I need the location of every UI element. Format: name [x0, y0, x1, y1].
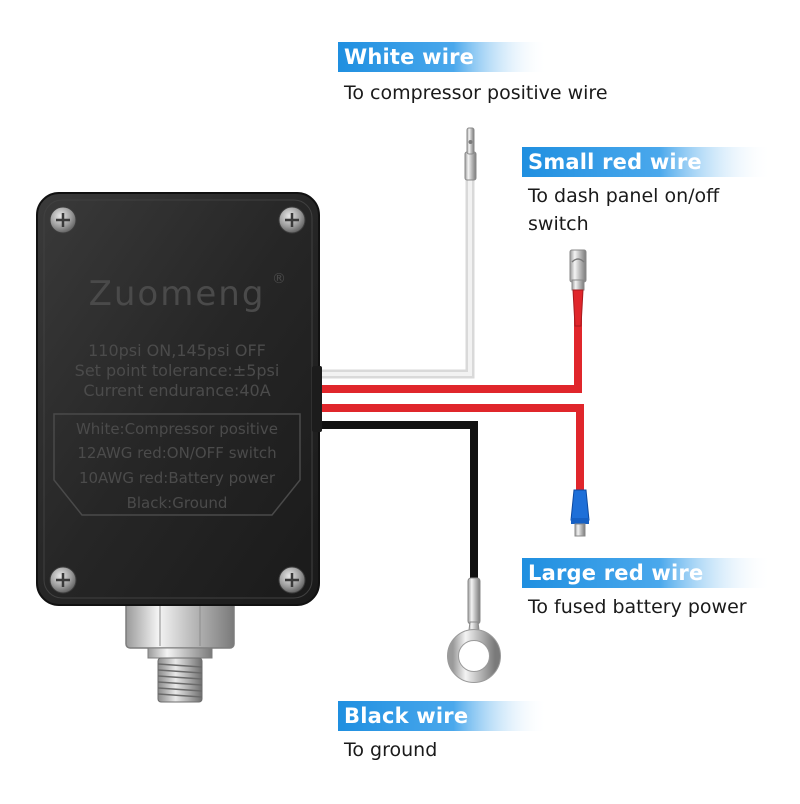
wire-grommet [312, 366, 322, 432]
white-wire-spade-terminal [464, 127, 477, 181]
screw-bottom-right [278, 566, 306, 594]
wires [318, 176, 584, 578]
black-wire-ring-terminal [447, 577, 501, 683]
white-wire [318, 176, 475, 379]
small-red-wire [318, 300, 582, 393]
small-red-wire-callout-bar [522, 147, 772, 177]
trademark-symbol: ® [272, 271, 286, 287]
large-red-wire-callout-bar [522, 558, 772, 588]
black-wire-description: To ground [344, 739, 438, 761]
brand-name: Zuomeng [89, 274, 266, 314]
large-red-wire-blue-terminal [570, 489, 590, 537]
small-red-wire-description-line-1: To dash panel on/off [528, 185, 720, 207]
large-red-wire [318, 404, 584, 495]
pressure-fitting [125, 601, 235, 703]
black-wire-title: Black wire [344, 704, 469, 728]
switch-housing: Zuomeng ® 110psi ON,145psi OFF Set point… [36, 192, 320, 606]
spec-line-1: 110psi ON,145psi OFF [88, 341, 266, 360]
small-red-wire-spade-terminal [569, 249, 587, 327]
legend-frame [53, 413, 301, 516]
screw-top-left [49, 206, 77, 234]
white-wire-callout-bar [338, 42, 548, 72]
legend-line-4: Black:Ground [127, 494, 228, 512]
legend-line-3: 10AWG red:Battery power [79, 469, 276, 487]
white-wire-description: To compressor positive wire [344, 82, 608, 104]
legend-line-2: 12AWG red:ON/OFF switch [77, 444, 276, 462]
legend-line-1: White:Compressor positive [76, 420, 278, 438]
spec-line-2: Set point tolerance:±5psi [75, 361, 280, 380]
white-wire-title: White wire [344, 45, 475, 69]
large-red-wire-description: To fused battery power [528, 596, 747, 618]
small-red-wire-title: Small red wire [528, 150, 702, 174]
screw-top-right [278, 206, 306, 234]
large-red-wire-title: Large red wire [528, 561, 704, 585]
small-red-wire-description-line-2: switch [528, 213, 589, 235]
screw-bottom-left [49, 566, 77, 594]
black-wire-callout-bar [338, 701, 548, 731]
spec-line-3: Current endurance:40A [83, 381, 270, 400]
black-wire [318, 421, 478, 578]
